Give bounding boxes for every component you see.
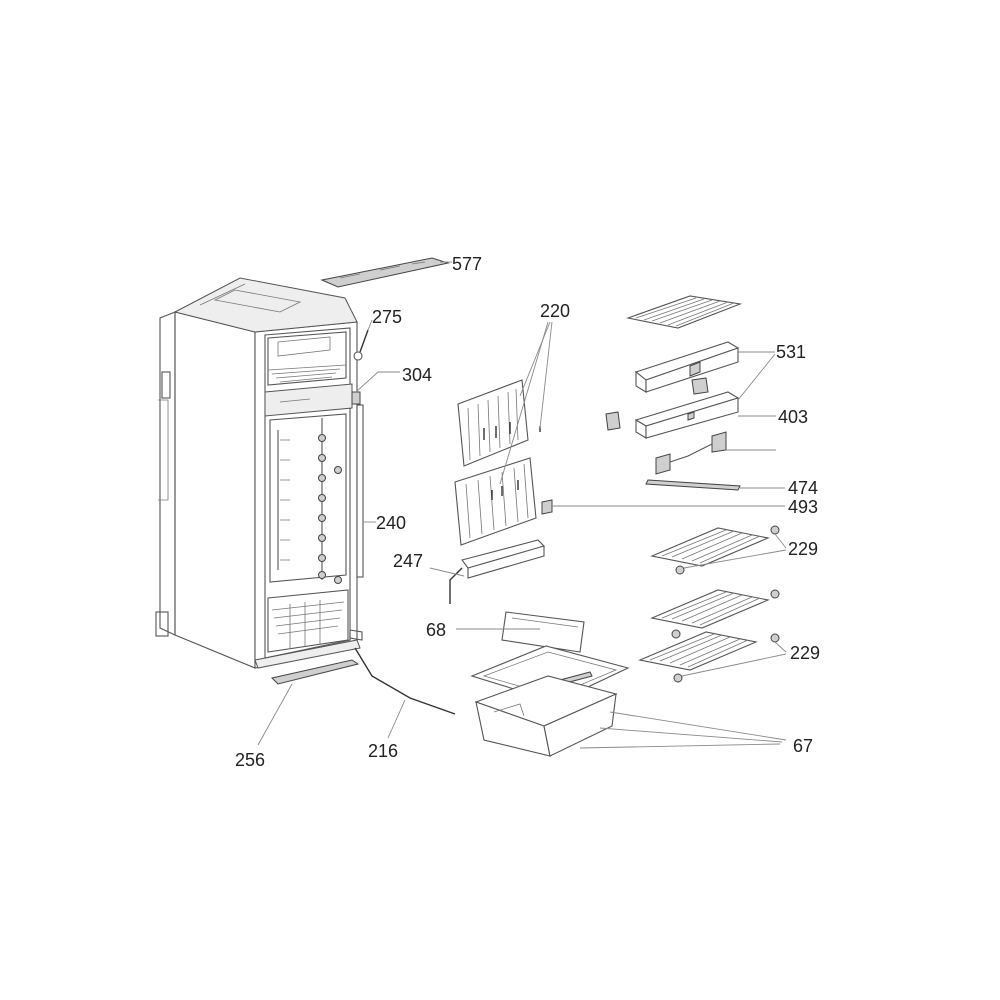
callout-216: 216 [368,741,398,761]
callout-531: 531 [776,342,806,362]
part-493-clip [541,499,785,515]
part-577-top-plate [320,257,452,288]
part-240-seal-bar [356,404,376,578]
part-68-glass-panel [456,611,585,653]
callout-577: 577 [452,254,482,274]
callout-220: 220 [540,301,570,321]
callout-403: 403 [778,407,808,427]
part-304-hinge [351,371,400,405]
callout-493: 493 [788,497,818,517]
callout-256: 256 [235,750,265,770]
callout-229-upper: 229 [788,539,818,559]
top-wire-shelf [625,295,743,329]
callout-229-lower: 229 [790,643,820,663]
part-256-bottom-plate [257,629,363,746]
callout-247: 247 [393,551,423,571]
callout-275: 275 [372,307,402,327]
part-229-shelves [638,525,787,683]
part-403-light-unit [655,431,776,475]
callout-240: 240 [376,513,406,533]
shelf-rail-pegs [277,418,342,584]
part-67-crisper [470,645,787,757]
callout-474: 474 [788,478,818,498]
part-275-hinge-pin [353,319,373,361]
callout-68: 68 [426,620,446,640]
part-216-drain-tube [354,647,456,739]
part-531-door-bins [605,341,776,439]
callout-304: 304 [402,365,432,385]
part-220-evaporator-plates [454,321,553,546]
callout-67: 67 [793,736,813,756]
part-247-bracket [429,539,546,604]
refrigerator-cabinet [155,277,361,669]
part-474-strip [645,479,785,491]
